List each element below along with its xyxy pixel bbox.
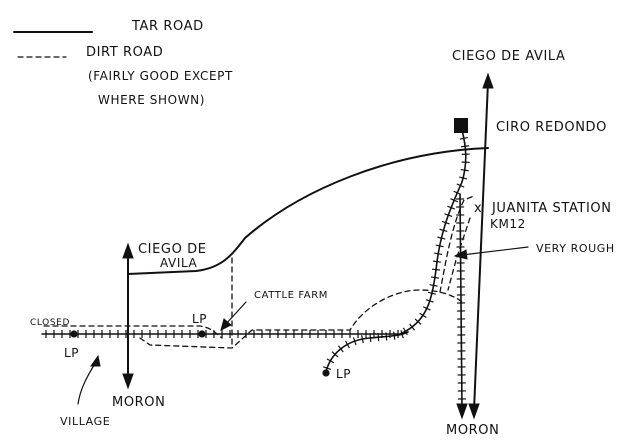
railway-tie bbox=[429, 284, 438, 287]
label-juanita-station: JUANITA STATION bbox=[491, 201, 612, 216]
railway-tie bbox=[444, 213, 453, 218]
label-very-rough: VERY ROUGH bbox=[536, 242, 615, 255]
railway-tie bbox=[432, 260, 442, 263]
railway-tie bbox=[439, 228, 448, 233]
arrow-south-rail-icon bbox=[456, 403, 468, 420]
railway-tie bbox=[377, 333, 380, 342]
legend-dirt-note-2: WHERE SHOWN) bbox=[98, 93, 205, 107]
label-ciego-de-avila-north: CIEGO DE AVILA bbox=[452, 49, 566, 64]
railway-tie bbox=[460, 168, 469, 172]
railway-tie bbox=[434, 252, 443, 256]
village-pointer bbox=[77, 361, 97, 405]
railway-tie bbox=[337, 345, 344, 353]
railway-tie bbox=[369, 333, 372, 343]
legend-dirt-note-1: (FAIRLY GOOD EXCEPT bbox=[88, 69, 233, 83]
railway-tie bbox=[456, 183, 465, 188]
railway-tie bbox=[441, 220, 450, 225]
railway-tie bbox=[409, 323, 416, 331]
railway-tie bbox=[430, 276, 439, 279]
label-ciego-de-avila-west-line2: AVILA bbox=[160, 256, 198, 270]
railway-tie bbox=[385, 332, 388, 341]
railway-tie bbox=[331, 351, 339, 358]
juanita-station-x-icon: x bbox=[474, 201, 482, 216]
ciro-redondo-town-marker bbox=[454, 118, 468, 133]
dirt-roads bbox=[43, 195, 475, 349]
arrow-north-ciego-icon bbox=[482, 72, 494, 89]
arrow-south-left-icon bbox=[122, 373, 134, 390]
railway-tie bbox=[414, 318, 422, 325]
railway-tie bbox=[450, 198, 459, 203]
arrow-north-left-icon bbox=[122, 242, 134, 259]
label-lp-mid: LP bbox=[192, 312, 207, 326]
railway-tie bbox=[447, 205, 456, 210]
label-ciro-redondo: CIRO REDONDO bbox=[496, 120, 607, 135]
railway-tie bbox=[437, 236, 446, 240]
label-lp-bottom: LP bbox=[336, 367, 351, 381]
railway-tie bbox=[393, 331, 396, 340]
cattle-farm-pointer bbox=[225, 301, 247, 325]
dirt-road-west bbox=[43, 325, 223, 339]
railway-tie bbox=[352, 337, 357, 346]
railway-tie bbox=[427, 291, 436, 295]
railways bbox=[41, 129, 470, 420]
cattle-farm-pointer-arrowhead-icon bbox=[220, 318, 232, 331]
railway-tie bbox=[435, 244, 444, 248]
label-km12: KM12 bbox=[490, 217, 526, 231]
lp-mid-point bbox=[198, 330, 206, 338]
lp-left-point bbox=[70, 330, 78, 338]
label-ciego-de-avila-west-line1: CIEGO DE bbox=[138, 242, 207, 257]
dirt-road-very-rough-section bbox=[447, 217, 471, 291]
village-pointer-arrowhead-icon bbox=[90, 354, 101, 367]
very-rough-pointer-arrowhead-icon bbox=[453, 249, 468, 260]
lp-bottom-point bbox=[322, 369, 330, 377]
label-closed: CLOSED bbox=[30, 318, 70, 328]
map-labels: CIEGO DE AVILA CIRO REDONDO JUANITA STAT… bbox=[30, 49, 615, 438]
dirt-road-central bbox=[139, 289, 463, 349]
railway-tie bbox=[361, 335, 364, 344]
railway-tie bbox=[431, 268, 441, 271]
railway-tie bbox=[459, 136, 468, 140]
railway-tie bbox=[345, 340, 350, 349]
legend-tar-road-label: TAR ROAD bbox=[131, 19, 204, 34]
railway-tie bbox=[459, 176, 468, 180]
label-lp-left: LP bbox=[64, 346, 79, 360]
label-village: VILLAGE bbox=[60, 415, 110, 428]
railway-tie bbox=[326, 358, 335, 364]
dirt-road-juanita-loop bbox=[439, 195, 475, 293]
tar-road-connector bbox=[127, 147, 489, 275]
label-moron-west: MORON bbox=[112, 395, 165, 410]
very-rough-pointer bbox=[461, 246, 529, 256]
label-moron-south: MORON bbox=[446, 423, 499, 438]
legend-dirt-road-label: DIRT ROAD bbox=[86, 45, 163, 60]
tar-roads bbox=[122, 72, 494, 420]
arrow-south-moron-icon bbox=[468, 403, 480, 420]
railway-tie bbox=[425, 299, 434, 303]
railway-tie bbox=[453, 190, 462, 196]
legend: TAR ROAD DIRT ROAD (FAIRLY GOOD EXCEPT W… bbox=[13, 19, 233, 107]
railway-ties bbox=[45, 136, 470, 400]
railway-tie bbox=[402, 327, 408, 336]
railway-tie bbox=[323, 366, 332, 371]
railway-tie bbox=[461, 145, 470, 148]
label-cattle-farm: CATTLE FARM bbox=[254, 290, 328, 301]
railway-tie bbox=[419, 312, 427, 319]
railway-branch-line bbox=[325, 331, 409, 373]
railway-tie bbox=[422, 306, 431, 311]
tar-road-main-north-south bbox=[473, 81, 489, 411]
railway-tie bbox=[400, 330, 404, 339]
